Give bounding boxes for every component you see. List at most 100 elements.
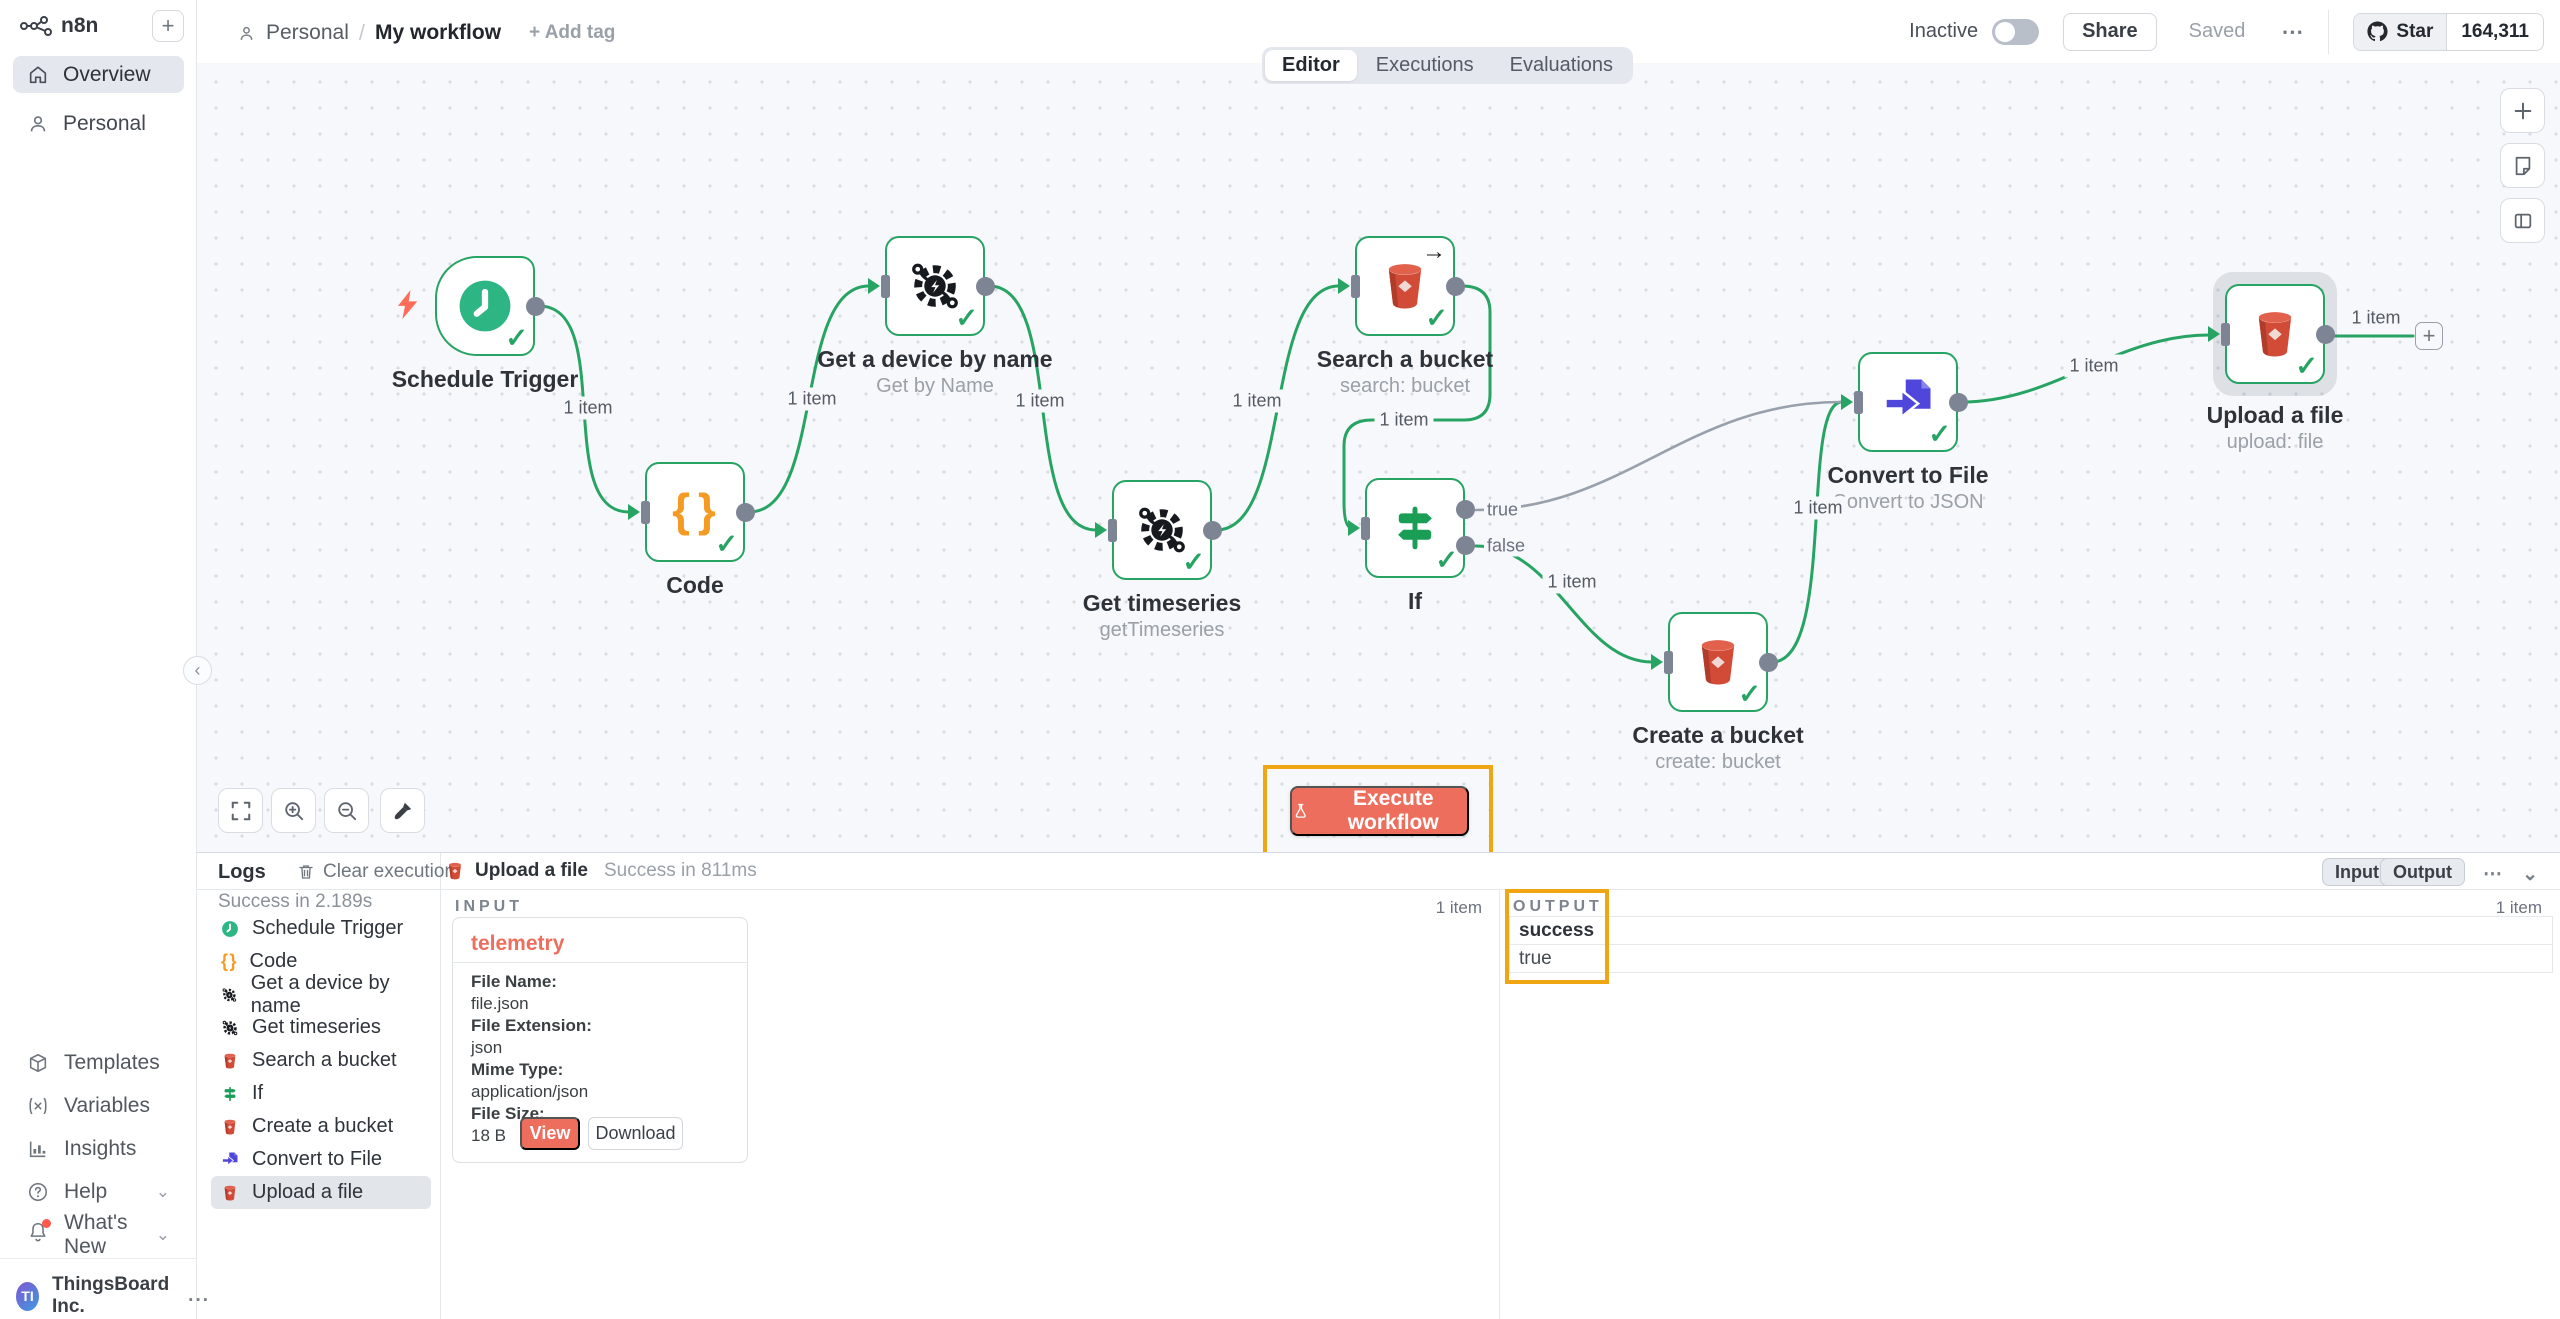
log-entry-if[interactable]: If	[211, 1077, 431, 1110]
log-entry-upload-a-file[interactable]: Upload a file	[211, 1176, 431, 1209]
node-convert-to-file[interactable]: ✓ Convert to File Convert to JSON	[1827, 352, 1989, 513]
log-entry-convert-to-file[interactable]: Convert to File	[211, 1143, 431, 1176]
node-code[interactable]: { } ✓ Code	[628, 462, 755, 598]
active-toggle[interactable]	[1992, 18, 2040, 45]
sidebar-item-label: Insights	[64, 1136, 137, 1160]
node-name: Upload a file	[2206, 402, 2344, 428]
account-menu[interactable]: TI ThingsBoard Inc. ...	[16, 1274, 210, 1318]
edge-item-count: 1 item	[1227, 389, 1287, 413]
collapse-sidebar-button[interactable]: ‹	[183, 656, 212, 685]
templates-icon	[29, 1053, 47, 1072]
output-panel-toggle[interactable]: Output	[2380, 858, 2465, 886]
view-file-button[interactable]: View	[520, 1117, 580, 1150]
sidebar-item-insights[interactable]: Insights	[13, 1130, 184, 1167]
sidebar-item-overview[interactable]: Overview	[13, 56, 184, 93]
log-entry-search-a-bucket[interactable]: Search a bucket	[211, 1044, 431, 1077]
add-sticky-note-button[interactable]	[2500, 143, 2545, 188]
log-entry-code[interactable]: { } Code	[211, 945, 431, 978]
node-box	[645, 462, 745, 562]
notification-dot	[42, 1218, 51, 1228]
sidebar-item-help[interactable]: Help ⌄	[13, 1173, 184, 1210]
download-file-button[interactable]: Download	[588, 1117, 683, 1150]
tab-executions[interactable]: Executions	[1375, 54, 1474, 76]
node-create-a-bucket[interactable]: ✓ Create a bucket create: bucket	[1632, 612, 1804, 773]
field-label: File Name:	[471, 972, 557, 991]
node-name: Schedule Trigger	[391, 366, 579, 392]
node-name: Create a bucket	[1632, 722, 1804, 748]
edge-item-count: 1 item	[1788, 496, 1848, 520]
add-node-button[interactable]	[2500, 88, 2545, 133]
node-get-a-device-by-name[interactable]: ✓ Get a device by name Get by Name	[817, 236, 1053, 397]
workflow-canvas[interactable]: 1 item 1 item 1 item 1 item 1 item 1 ite…	[197, 63, 2560, 852]
execute-workflow-button[interactable]: Execute workflow	[1290, 786, 1469, 836]
account-more-icon[interactable]: ...	[188, 1285, 211, 1306]
success-check-icon: ✓	[1435, 545, 1458, 575]
code-icon: { }	[221, 951, 237, 971]
log-entry-label: Convert to File	[252, 1148, 383, 1170]
node-get-timeseries[interactable]: ✓ Get timeseries getTimeseries	[1083, 480, 1241, 641]
output-connector[interactable]	[736, 503, 755, 522]
output-connector[interactable]	[1203, 521, 1222, 540]
field-label: File Extension:	[471, 1016, 592, 1035]
output-connector[interactable]	[1446, 277, 1465, 296]
log-entry-create-a-bucket[interactable]: Create a bucket	[211, 1110, 431, 1143]
output-connector[interactable]	[976, 277, 995, 296]
sidebar-item-templates[interactable]: Templates	[13, 1044, 184, 1081]
tab-editor[interactable]: Editor	[1265, 50, 1357, 81]
input-arrow-icon	[2208, 326, 2220, 342]
logs-list-divider	[440, 853, 441, 1319]
workflow-more-icon[interactable]: ⋯	[2281, 18, 2305, 44]
success-check-icon: ✓	[1928, 419, 1951, 449]
node-if[interactable]: ✓ If	[1348, 478, 1475, 614]
log-entry-get-timeseries[interactable]: Get timeseries	[211, 1011, 431, 1044]
output-connector-false[interactable]	[1456, 536, 1475, 555]
tab-evaluations[interactable]: Evaluations	[1509, 54, 1614, 76]
log-entry-schedule-trigger[interactable]: Schedule Trigger	[211, 912, 431, 945]
panel-more-icon[interactable]: ⋯	[2483, 864, 2502, 885]
node-schedule-trigger[interactable]: ✓ Schedule Trigger	[392, 256, 578, 392]
execution-summary: Success in 2.189s	[218, 891, 373, 912]
breadcrumb-project[interactable]: Personal	[266, 21, 349, 44]
output-column-header[interactable]: success	[1510, 917, 2552, 945]
input-arrow-icon	[1841, 394, 1853, 410]
github-star-widget[interactable]: Star 164,311	[2353, 12, 2544, 51]
zoom-out-button[interactable]	[324, 788, 369, 833]
selected-node-header: Upload a file Success in 811ms	[445, 860, 757, 882]
tidy-up-button[interactable]	[380, 788, 425, 833]
node-subtitle: Get by Name	[876, 375, 994, 397]
output-connector[interactable]	[526, 297, 545, 316]
sidebar-item-variables[interactable]: Variables	[13, 1087, 184, 1124]
share-button[interactable]: Share	[2063, 12, 2157, 51]
node-upload-a-file[interactable]: ✓ Upload a file upload: file	[2207, 272, 2343, 453]
toggle-panel-button[interactable]	[2500, 198, 2545, 243]
add-tag-button[interactable]: + Add tag	[529, 22, 616, 43]
clear-execution-button[interactable]: Clear execution	[297, 861, 455, 883]
input-arrow-icon	[868, 278, 880, 294]
selected-node-name[interactable]: Upload a file	[475, 860, 588, 881]
output-connector[interactable]	[2316, 325, 2335, 344]
io-divider	[1499, 889, 1500, 1319]
binary-file-title: telemetry	[471, 932, 565, 955]
output-cell-value[interactable]: true	[1510, 945, 2552, 973]
output-section-label: OUTPUT	[1513, 898, 1603, 915]
new-workflow-button[interactable]: +	[152, 10, 184, 42]
sidebar-item-personal[interactable]: Personal	[13, 105, 184, 142]
trigger-bolt-icon	[398, 290, 418, 320]
home-icon	[29, 65, 47, 83]
breadcrumb-workflow-name[interactable]: My workflow	[375, 21, 502, 44]
github-star-label: Star	[2396, 20, 2434, 42]
log-entry-label: Get timeseries	[252, 1016, 381, 1038]
sidebar-item-whats-new[interactable]: What's New ⌄	[13, 1211, 184, 1258]
zoom-in-button[interactable]	[271, 788, 316, 833]
node-search-a-bucket[interactable]: → ✓ Search a bucket search: bucket	[1317, 236, 1493, 397]
output-connector-true[interactable]	[1456, 500, 1475, 519]
node-subtitle: upload: file	[2226, 431, 2324, 453]
log-entry-get-a-device-by-name[interactable]: Get a device by name	[211, 972, 431, 1017]
add-connected-node-button[interactable]: +	[2415, 322, 2443, 350]
output-connector[interactable]	[1949, 393, 1968, 412]
zoom-to-fit-button[interactable]	[218, 788, 263, 833]
output-connector[interactable]	[1759, 653, 1778, 672]
logs-header-divider	[197, 889, 2560, 890]
edge-item-count: 1 item	[782, 387, 842, 411]
panel-collapse-icon[interactable]: ⌄	[2522, 864, 2538, 885]
